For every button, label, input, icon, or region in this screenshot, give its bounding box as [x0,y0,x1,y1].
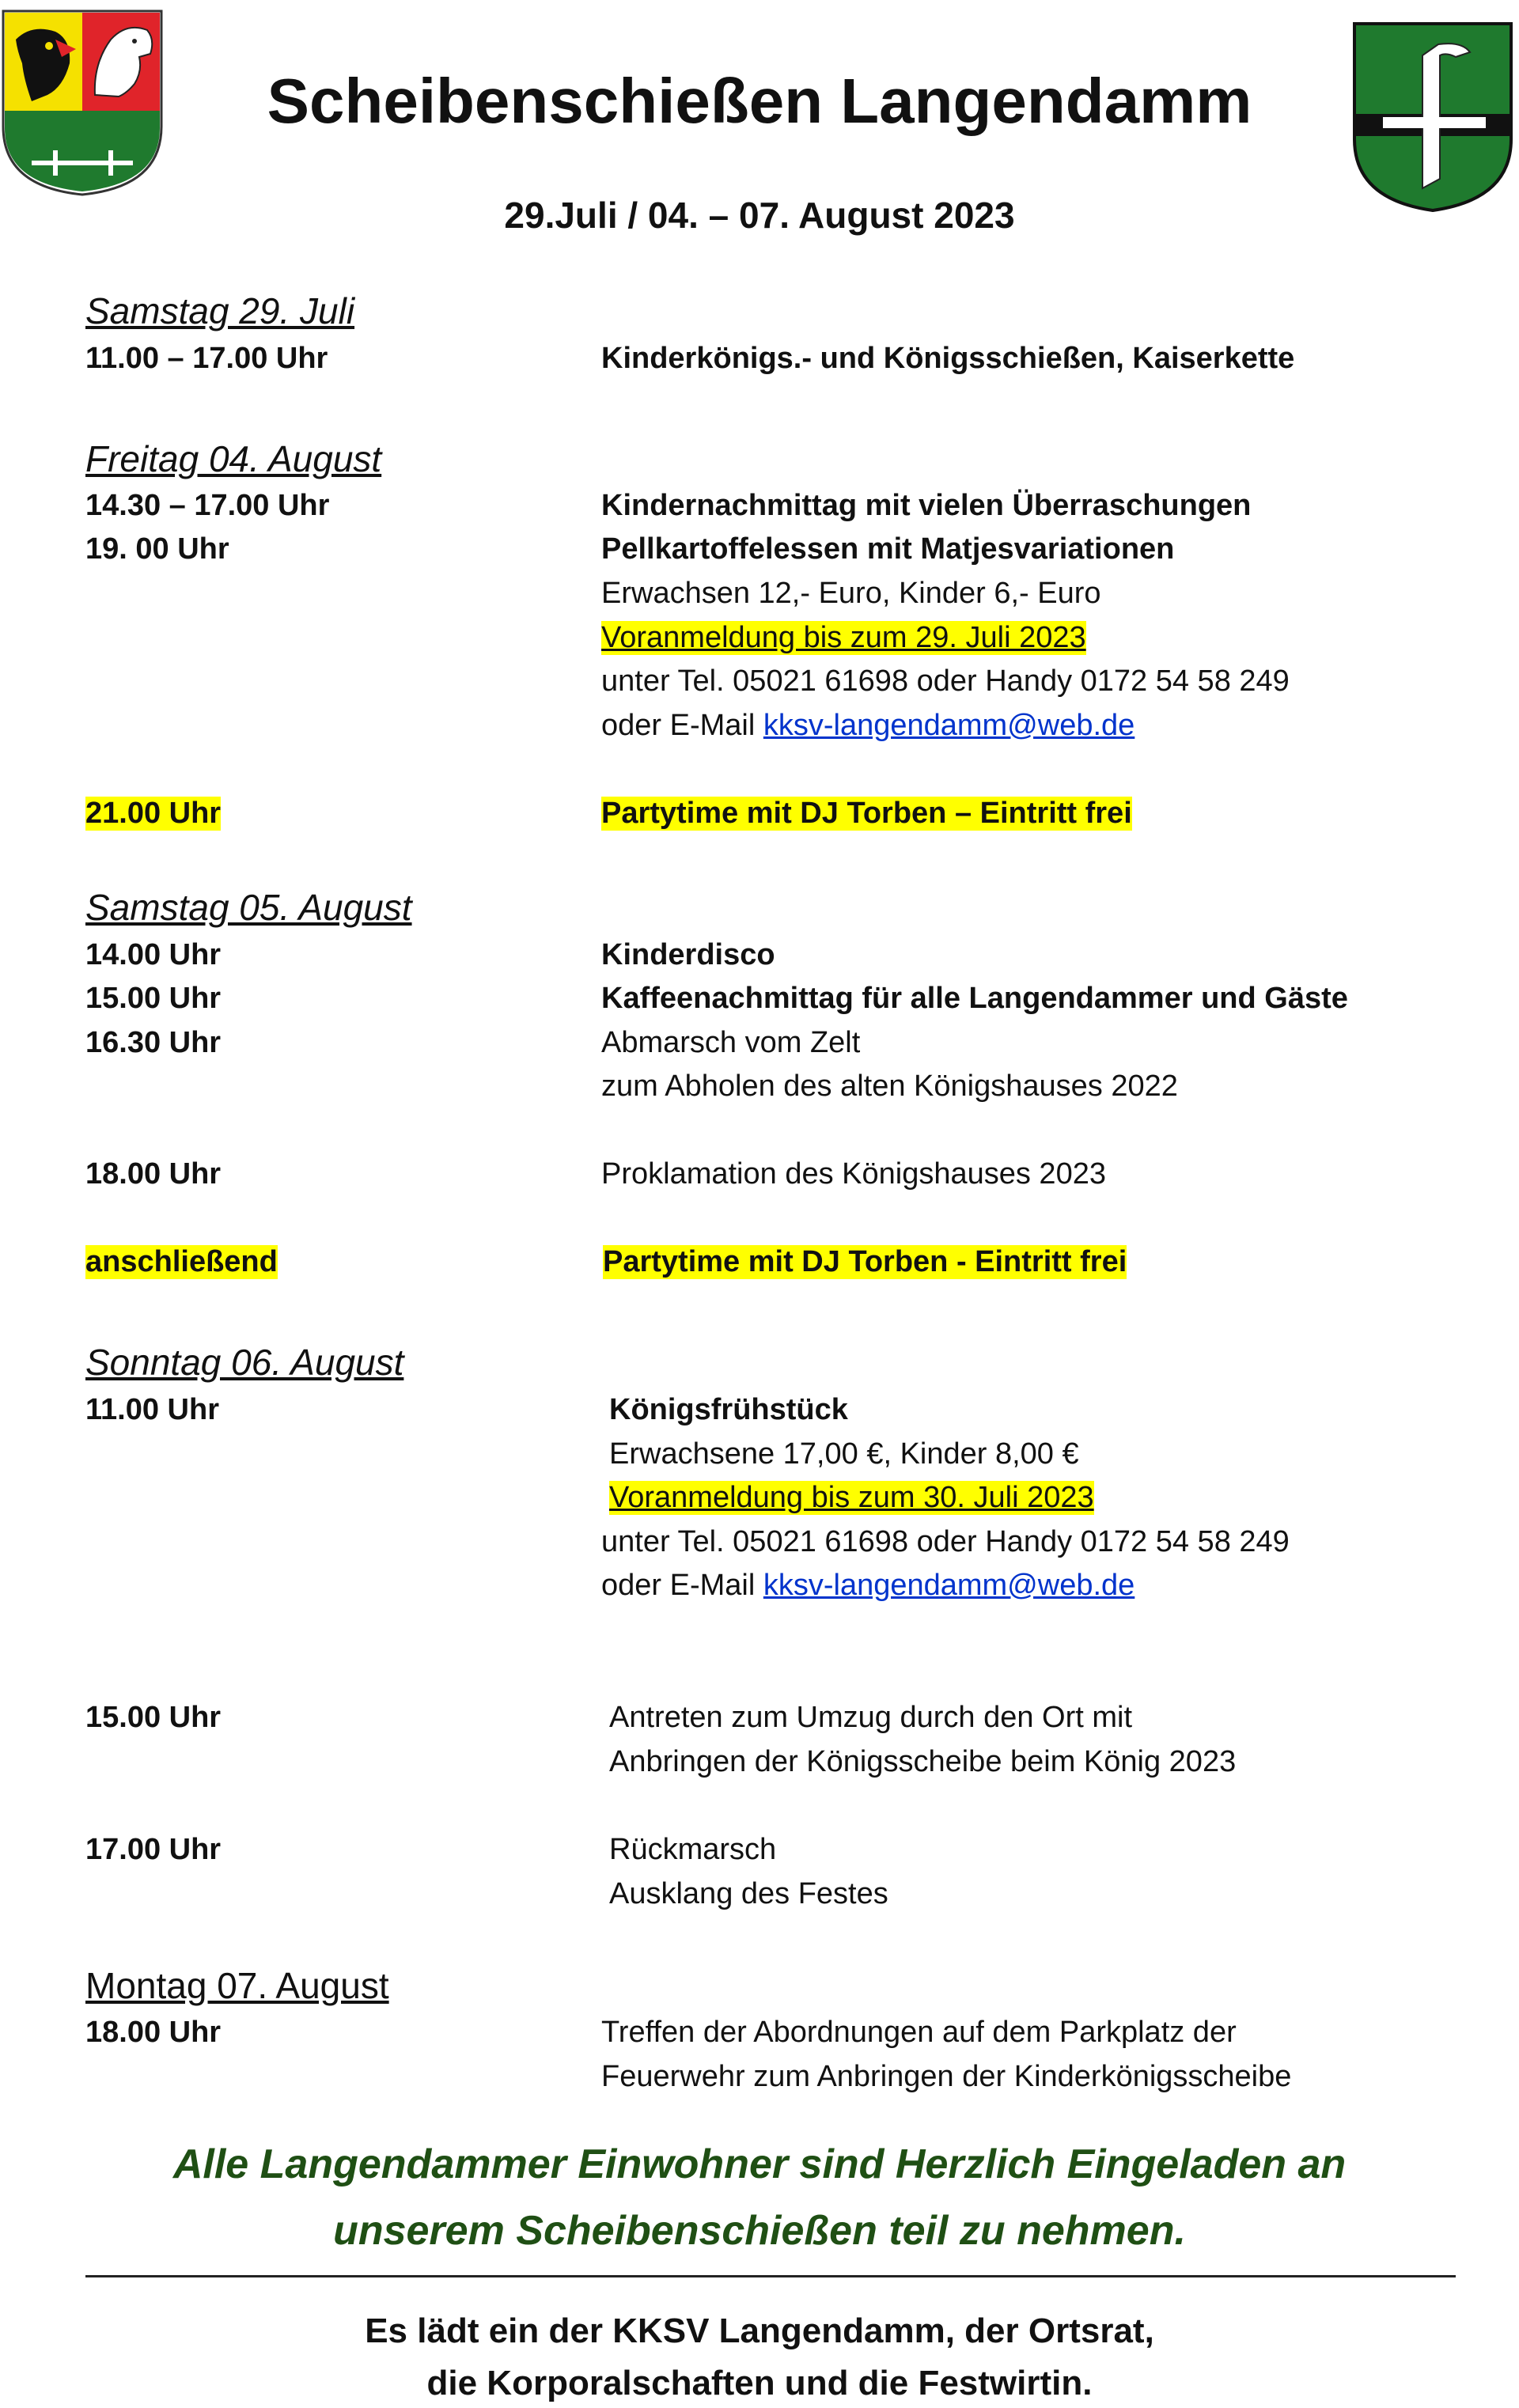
time-sat05-2: 15.00 Uhr [85,982,222,1015]
day-heading-sun06: Sonntag 06. August [85,1342,404,1383]
desc-sat29-1: Kinderkönigs.- und Königsschießen, Kaise… [601,342,1295,375]
desc-sat05-3b: zum Abholen des alten Königshauses 2022 [601,1070,1178,1103]
time-fri04-1: 14.30 – 17.00 Uhr [85,489,330,522]
footer-line-2: die Korporalschaften und die Festwirtin. [426,2364,1093,2402]
price-sun06: Erwachsene 17,00 €, Kinder 8,00 € [609,1437,1079,1471]
langendamm-coat-of-arms-logo [2,9,163,196]
invitation-line-2: unserem Scheibenschießen teil zu nehmen. [333,2208,1186,2254]
email-line-sun06: oder E-Mail kksv-langendamm@web.de [601,1569,1135,1603]
time-sat05-5: anschließend [85,1245,278,1279]
time-sat29-1: 11.00 – 17.00 Uhr [85,342,328,375]
club-crest-logo [1353,22,1513,213]
registration-deadline-sun06: Voranmeldung bis zum 30. Juli 2023 [609,1481,1094,1515]
desc-sun06-1: Königsfrühstück [609,1393,848,1426]
desc-fri04-3: Partytime mit DJ Torben – Eintritt frei [601,797,1132,831]
price-fri04: Erwachsen 12,- Euro, Kinder 6,- Euro [601,577,1101,610]
time-sat05-3: 16.30 Uhr [85,1026,222,1059]
email-line-fri04: oder E-Mail kksv-langendamm@web.de [601,709,1135,743]
invitation-line-1: Alle Langendammer Einwohner sind Herzlic… [172,2141,1347,2187]
day-heading-fri04: Freitag 04. August [85,438,382,479]
desc-sat05-2: Kaffeenachmittag für alle Langendammer u… [601,982,1348,1015]
time-fri04-2: 19. 00 Uhr [85,532,229,566]
day-heading-mon07: Montag 07. August [85,1965,389,2006]
desc-fri04-2: Pellkartoffelessen mit Matjesvariationen [601,532,1175,566]
page-title: Scheibenschießen Langendamm [267,66,1252,136]
desc-sun06-2b: Anbringen der Königsscheibe beim König 2… [609,1745,1237,1778]
event-dates: 29.Juli / 04. – 07. August 2023 [504,195,1015,236]
time-sun06-2: 15.00 Uhr [85,1701,222,1734]
desc-sat05-1: Kinderdisco [601,938,775,971]
desc-sun06-2a: Antreten zum Umzug durch den Ort mit [609,1701,1133,1734]
time-fri04-3: 21.00 Uhr [85,797,222,831]
phone-contact-fri04: unter Tel. 05021 61698 oder Handy 0172 5… [601,664,1290,698]
time-sat05-1: 14.00 Uhr [85,938,222,971]
desc-sun06-3b: Ausklang des Festes [609,1877,888,1910]
desc-sat05-3a: Abmarsch vom Zelt [601,1026,861,1059]
email-link[interactable]: kksv-langendamm@web.de [763,709,1135,742]
time-sat05-4: 18.00 Uhr [85,1157,222,1191]
email-prefix: oder E-Mail [601,1569,763,1602]
footer-divider [85,2275,1456,2277]
desc-sat05-5: Partytime mit DJ Torben - Eintritt frei [603,1245,1127,1279]
desc-sun06-3a: Rückmarsch [609,1833,777,1866]
email-prefix: oder E-Mail [601,709,763,742]
phone-contact-sun06: unter Tel. 05021 61698 oder Handy 0172 5… [601,1525,1290,1558]
day-heading-sat29: Samstag 29. Juli [85,290,355,331]
desc-sat05-4: Proklamation des Königshauses 2023 [601,1157,1106,1191]
day-heading-sat05: Samstag 05. August [85,887,412,928]
time-mon07-1: 18.00 Uhr [85,2016,222,2049]
desc-mon07-1a: Treffen der Abordnungen auf dem Parkplat… [601,2016,1237,2049]
email-link[interactable]: kksv-langendamm@web.de [763,1569,1135,1602]
desc-mon07-1b: Feuerwehr zum Anbringen der Kinderkönigs… [601,2060,1292,2093]
footer-line-1: Es lädt ein der KKSV Langendamm, der Ort… [365,2311,1154,2350]
time-sun06-3: 17.00 Uhr [85,1833,222,1866]
registration-deadline-fri04: Voranmeldung bis zum 29. Juli 2023 [601,621,1086,655]
time-sun06-1: 11.00 Uhr [85,1393,219,1426]
desc-fri04-1: Kindernachmittag mit vielen Überraschung… [601,489,1252,522]
